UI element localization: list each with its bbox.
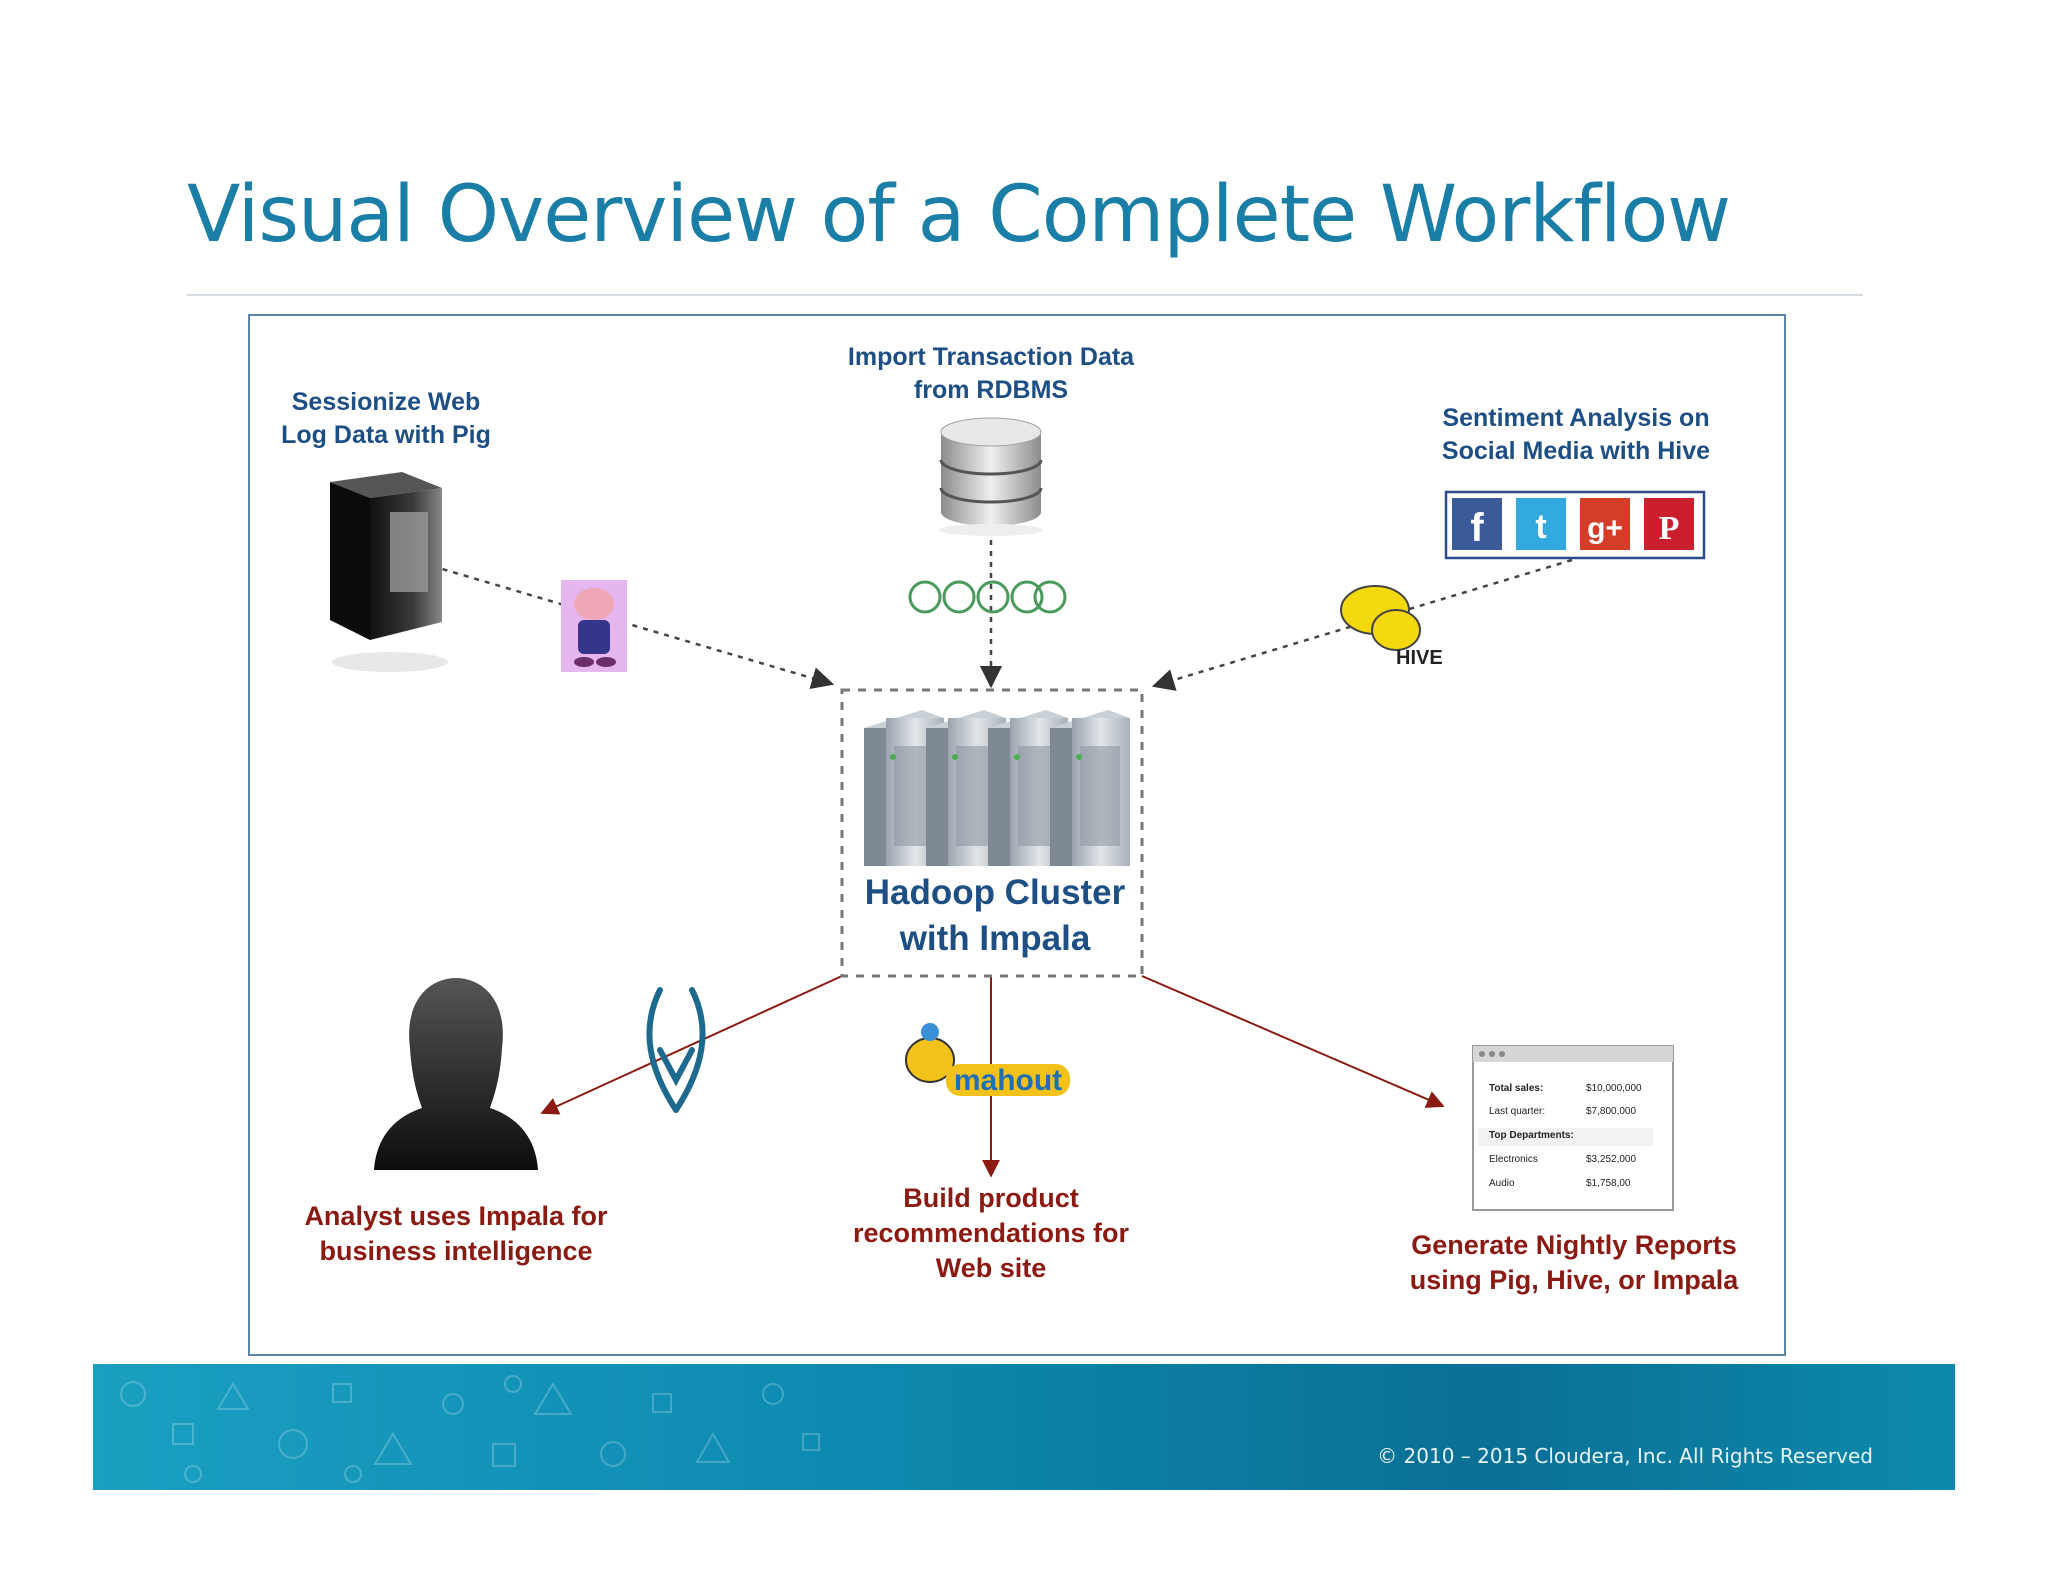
web-server-icon [330,472,448,672]
copyright-text: © 2010 – 2015 Cloudera, Inc. All Rights … [1377,1444,1873,1468]
twitter-icon [1516,498,1566,550]
slide-title: Visual Overview of a Complete Workflow [187,170,1731,260]
google-plus-icon [1580,498,1630,550]
recommendations-output-label: Build product recommendations for Web si… [852,1183,1130,1284]
svg-text:mahout: mahout [954,1064,1062,1097]
pinterest-icon [1644,498,1694,550]
svg-text:Electronics: Electronics [1489,1154,1538,1165]
pig-icon [561,580,627,672]
mahout-logo-icon: mahout [905,1023,1070,1097]
svg-text:Audio: Audio [1489,1178,1515,1189]
svg-text:Top Departments:: Top Departments: [1489,1130,1574,1141]
svg-text:t: t [1535,508,1546,546]
facebook-icon [1452,498,1502,550]
database-icon [939,417,1043,536]
hive-logo-icon: HIVE [1340,585,1443,669]
hive-input-label: Sentiment Analysis on Social Media with … [1441,404,1711,465]
social-media-icons: f t g+ P [1444,490,1706,560]
analyst-output-label: Analyst uses Impala for business intelli… [304,1201,608,1267]
arrow-cluster-to-analyst [540,975,843,1115]
svg-text:f: f [1470,506,1484,550]
svg-text:P: P [1659,510,1680,547]
analyst-silhouette-icon [374,978,538,1170]
svg-text:Last quarter:: Last quarter: [1489,1106,1545,1117]
hadoop-cluster-label: Hadoop Cluster with Impala [864,873,1126,958]
sqoop-logo-icon: sqoop [908,580,1067,614]
reports-output-label: Generate Nightly Reports using Pig, Hive… [1409,1230,1739,1296]
arrow-pig-to-cluster [431,564,835,690]
arrow-cluster-to-reports [1141,975,1445,1108]
hadoop-cluster-box [840,688,1144,978]
svg-text:$3,252,000: $3,252,000 [1586,1154,1636,1165]
cluster-servers-icon [864,710,1130,866]
svg-text:g+: g+ [1587,512,1623,545]
title-divider [187,294,1863,296]
svg-text:$7,800,000: $7,800,000 [1586,1106,1636,1117]
svg-text:$1,758,00: $1,758,00 [1586,1178,1631,1189]
arrow-hive-to-cluster [1151,558,1573,691]
rdbms-input-label: Import Transaction Data from RDBMS [847,343,1135,404]
pig-input-label: Sessionize Web Log Data with Pig [281,388,491,449]
impala-logo-icon [646,987,706,1113]
report-window-icon: Total sales: $10,000,000 Last quarter: $… [1472,1045,1674,1211]
svg-text:Total sales:: Total sales: [1489,1083,1543,1094]
footer-pattern [120,1375,820,1483]
svg-text:HIVE: HIVE [1396,647,1443,669]
svg-text:$10,000,000: $10,000,000 [1586,1083,1642,1094]
footer-banner: © 2010 – 2015 Cloudera, Inc. All Rights … [93,1364,1955,1490]
